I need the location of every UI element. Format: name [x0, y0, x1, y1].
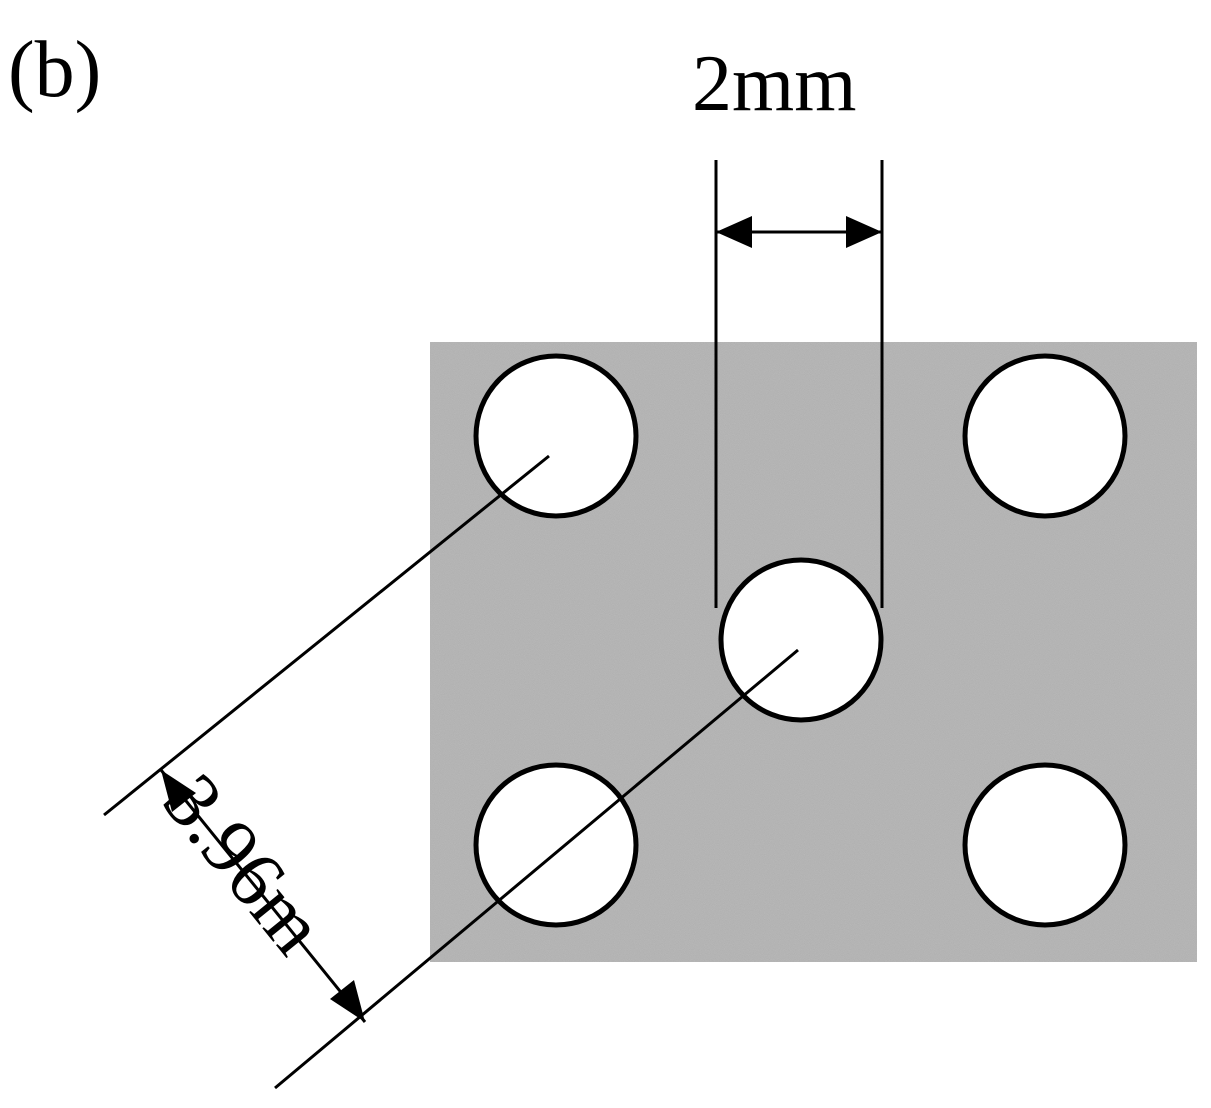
pitch-arrowhead-upper — [161, 770, 196, 812]
pitch-label: 3.96m — [146, 758, 342, 971]
diameter-arrowhead-right — [846, 216, 882, 248]
pitch-dimension-line — [159, 769, 367, 1023]
hole-top-right — [962, 353, 1128, 519]
diameter-label: 2mm — [692, 40, 856, 128]
holes — [473, 353, 1128, 928]
diameter-arrowhead-left — [716, 216, 752, 248]
panel-label: (b) — [8, 26, 101, 114]
hole-bottom-right — [962, 762, 1128, 928]
pitch-arrowhead-lower — [330, 980, 365, 1022]
pitch-extension-upper — [103, 454, 550, 817]
pitch-dimension — [103, 454, 799, 1090]
hole-top-left — [473, 353, 639, 519]
diameter-dimension — [714, 160, 884, 608]
